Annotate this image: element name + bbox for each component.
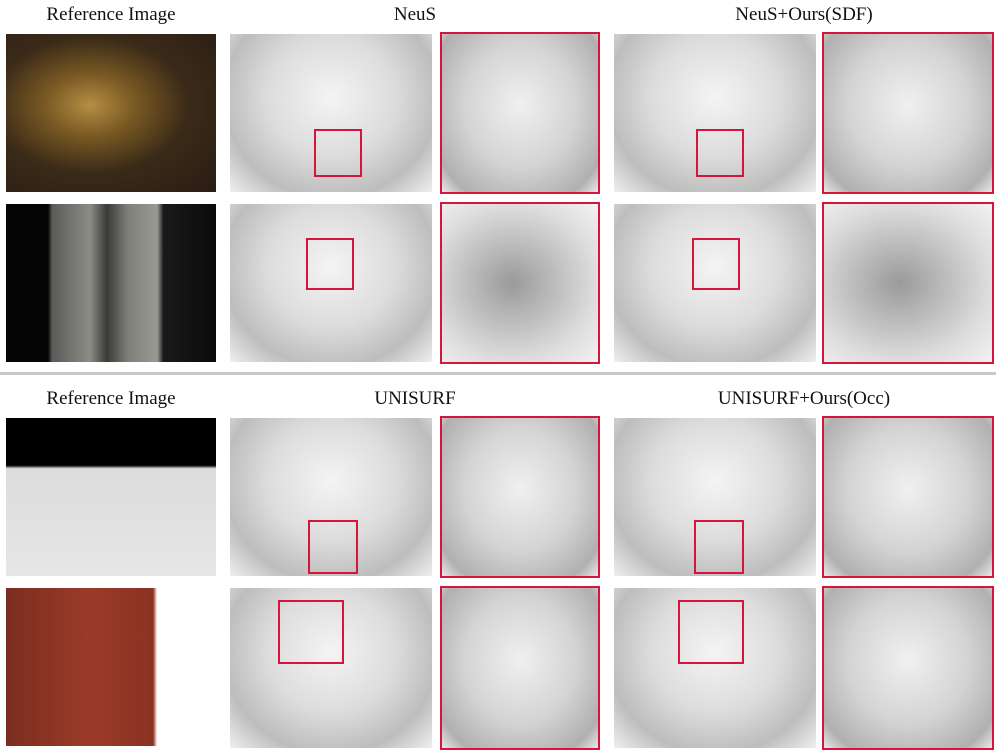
neus-ours-render-owl — [614, 34, 816, 192]
reference-image-cans — [6, 418, 216, 576]
neus-zoom-owl — [440, 32, 600, 194]
unisurf-ours-zoom-cans — [822, 416, 994, 578]
unisurf-render-house — [230, 588, 432, 748]
reference-image-house — [6, 588, 216, 746]
header-unisurf: UNISURF — [374, 388, 456, 409]
unisurf-ours-zoom-house — [822, 586, 994, 750]
zoom-region-box — [306, 238, 354, 290]
neus-ours-zoom-stones — [822, 202, 994, 364]
unisurf-ours-render-house — [614, 588, 816, 748]
unisurf-ours-render-cans — [614, 418, 816, 576]
zoom-region-box — [314, 129, 362, 177]
unisurf-render-cans — [230, 418, 432, 576]
zoom-region-box — [278, 600, 344, 664]
neus-zoom-stones — [440, 202, 600, 364]
section-divider — [0, 372, 996, 375]
reference-image-stones — [6, 204, 216, 362]
zoom-region-box — [694, 520, 744, 574]
neus-render-owl — [230, 34, 432, 192]
zoom-region-box — [696, 129, 744, 177]
neus-ours-zoom-owl — [822, 32, 994, 194]
header-neus-ours-sdf: NeuS+Ours(SDF) — [735, 4, 873, 25]
header-reference-image-top: Reference Image — [46, 4, 176, 25]
neus-ours-render-stones — [614, 204, 816, 362]
unisurf-zoom-cans — [440, 416, 600, 578]
neus-render-stones — [230, 204, 432, 362]
zoom-region-box — [692, 238, 740, 290]
header-neus: NeuS — [393, 4, 437, 25]
header-unisurf-ours-occ: UNISURF+Ours(Occ) — [717, 388, 891, 409]
zoom-region-box — [308, 520, 358, 574]
header-reference-image-bottom: Reference Image — [46, 388, 176, 409]
unisurf-zoom-house — [440, 586, 600, 750]
zoom-region-box — [678, 600, 744, 664]
reference-image-owl — [6, 34, 216, 192]
